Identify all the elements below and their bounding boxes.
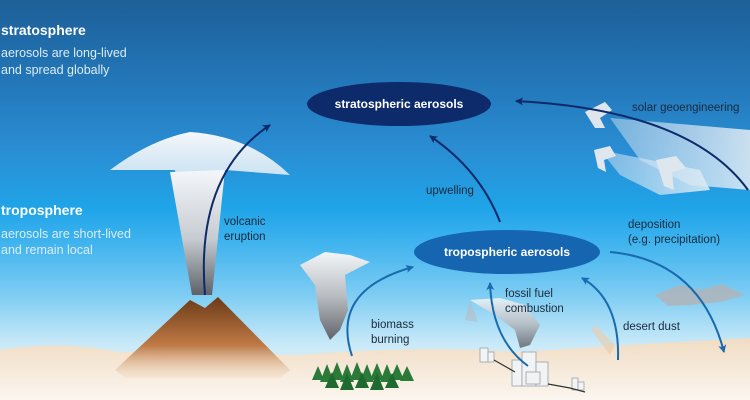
stratosphere-description-2: and spread globally xyxy=(1,63,110,77)
deposition-arrow xyxy=(609,251,727,353)
fossil-fuel-label-1: fossil fuel xyxy=(505,288,553,300)
volcanic-arrow xyxy=(202,124,271,296)
dust-plume xyxy=(592,325,615,355)
biomass-label-1: biomass xyxy=(371,319,414,331)
solar-geoengineering-arrow xyxy=(515,97,749,191)
biomass-smoke xyxy=(300,252,370,340)
dust-cloud xyxy=(655,284,745,306)
forest xyxy=(312,362,414,390)
biomass-label-2: burning xyxy=(371,334,410,346)
volcano xyxy=(115,297,290,378)
industrial-smoke xyxy=(470,298,540,348)
tropospheric-aerosols-node: tropospheric aerosols xyxy=(414,230,600,274)
stratosphere-title: stratosphere xyxy=(1,22,86,38)
stratospheric-aerosols-node: stratospheric aerosols xyxy=(307,82,491,126)
troposphere-title: troposphere xyxy=(1,202,83,218)
solar-geoengineering-label: solar geoengineering xyxy=(632,102,740,114)
volcanic-label-1: volcanic xyxy=(224,216,266,228)
upwelling-label: upwelling xyxy=(426,185,474,197)
volcanic-label-2: eruption xyxy=(224,231,266,243)
biomass-arrow xyxy=(346,265,414,357)
upwelling-arrow xyxy=(429,135,501,223)
desert-dust-arrow xyxy=(581,277,620,361)
geoengineering-aerosol-sheets xyxy=(585,102,750,195)
troposphere-description-1: aerosols are short-lived xyxy=(1,227,131,241)
fossil-fuel-arrow xyxy=(486,282,529,367)
deposition-label-2: (e.g. precipitation) xyxy=(628,234,721,246)
troposphere-description-2: and remain local xyxy=(1,243,93,257)
deposition-label-1: deposition xyxy=(628,219,681,231)
stratosphere-description-1: aerosols are long-lived xyxy=(1,46,127,60)
desert-dust-label: desert dust xyxy=(623,321,680,333)
city-buildings xyxy=(479,347,585,391)
roads xyxy=(493,359,586,393)
fossil-fuel-label-2: combustion xyxy=(505,303,564,315)
